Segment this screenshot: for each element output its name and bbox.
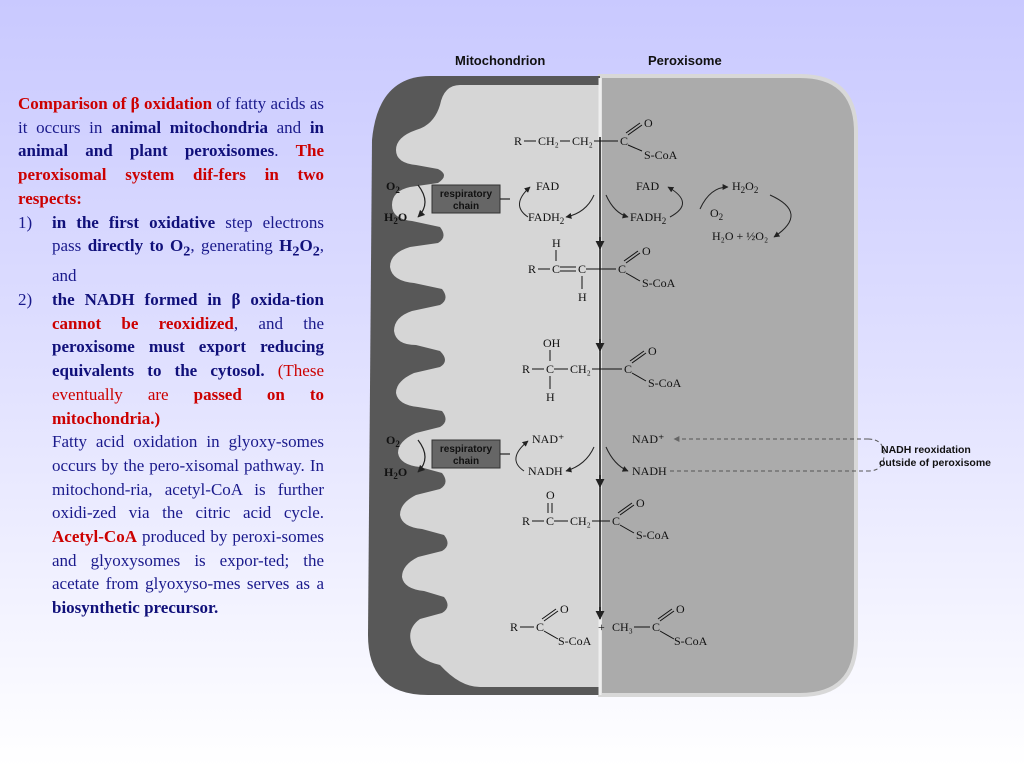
o2-label-2: O2 <box>386 433 400 449</box>
svg-text:O: O <box>644 116 653 130</box>
svg-text:S-CoA: S-CoA <box>642 276 676 290</box>
svg-text:C: C <box>546 514 554 528</box>
svg-text:O: O <box>560 602 569 616</box>
svg-text:O: O <box>642 244 651 258</box>
svg-text:R: R <box>510 620 518 634</box>
heading-comparison: Comparison of β oxidation <box>18 94 213 113</box>
svg-text:C: C <box>624 362 632 376</box>
nad-reduction-arrow-mito <box>565 446 595 473</box>
beta-oxidation-diagram: Mitochondrion Peroxisome respiratory cha… <box>368 53 991 697</box>
shortened-acyl-coa-structure: R C O S-CoA <box>510 602 592 648</box>
nad-plus-mito: NAD⁺ <box>532 432 564 446</box>
svg-text:chain: chain <box>453 456 479 467</box>
svg-text:respiratory: respiratory <box>440 189 493 200</box>
nadh-note-line-1: NADH reoxidation <box>881 444 971 456</box>
svg-text:O: O <box>546 488 555 502</box>
h2o2-label: H2O2 <box>732 179 758 195</box>
svg-text:chain: chain <box>453 201 479 212</box>
fadh2-reoxidation-arrow <box>667 186 683 218</box>
h2o-label-1: H2O <box>384 210 407 226</box>
catalase-arrow <box>769 194 792 238</box>
acetyl-coa-structure: CH₃ C O S-CoA <box>612 602 708 648</box>
svg-text:C: C <box>578 262 586 276</box>
svg-text:H: H <box>546 390 555 404</box>
slide-text-panel: Comparison of β oxidation of fatty acids… <box>18 92 324 620</box>
svg-text:C: C <box>620 134 628 148</box>
o2-label-1: O2 <box>386 179 400 195</box>
svg-text:CH₂: CH₂ <box>570 362 591 376</box>
fadh2-mito: FADH2 <box>528 210 564 226</box>
intro-paragraph: Comparison of β oxidation of fatty acids… <box>18 94 324 208</box>
respiratory-chain-box-1 <box>431 184 501 214</box>
nadh-cycle-dashed <box>867 438 885 472</box>
svg-text:S-CoA: S-CoA <box>558 634 592 648</box>
acyl-coa-structure: R CH₂ CH₂ C O S-CoA <box>514 116 678 162</box>
fad-perox: FAD <box>636 179 659 193</box>
svg-text:C: C <box>652 620 660 634</box>
svg-text:C: C <box>546 362 554 376</box>
ketoacyl-coa-structure: O R C CH₂ C O S-CoA <box>522 488 670 542</box>
nadh-to-chain-arrow <box>515 440 529 472</box>
h2o-label-2: H2O <box>384 465 407 481</box>
svg-text:CH₂: CH₂ <box>572 134 593 148</box>
svg-text:H: H <box>578 290 587 304</box>
o2-perox-label: O2 <box>710 206 723 222</box>
svg-text:S-CoA: S-CoA <box>648 376 682 390</box>
catalase-products: H₂O + ½O₂ <box>712 229 768 243</box>
nad-plus-perox: NAD⁺ <box>632 432 664 446</box>
plus-sign: + <box>598 620 605 634</box>
hydroxyacyl-coa-structure: OH R C CH₂ H C O S-CoA <box>522 336 682 404</box>
nad-reduction-arrow-perox <box>605 446 629 472</box>
mitochondrion-matrix <box>390 85 600 687</box>
svg-text:C: C <box>536 620 544 634</box>
two-respects-text: The peroxisomal system dif-fers in two r… <box>18 141 324 208</box>
enoyl-coa-structure: H R C C H C O S-CoA <box>528 236 676 304</box>
svg-text:CH₃: CH₃ <box>612 620 633 634</box>
o2-to-h2o-arrow-2 <box>417 439 426 473</box>
fadh2-to-chain-arrow <box>519 186 531 218</box>
svg-text:C: C <box>552 262 560 276</box>
fad-reduction-arrow-perox <box>605 194 629 219</box>
glyoxysome-paragraph: Fatty acid oxidation in glyoxy-somes occ… <box>52 432 324 618</box>
svg-text:R: R <box>522 362 530 376</box>
svg-text:H: H <box>552 236 561 250</box>
animal-mitochondria-text: animal mitochondria <box>111 117 268 137</box>
svg-text:S-CoA: S-CoA <box>636 528 670 542</box>
svg-text:O: O <box>676 602 685 616</box>
svg-text:S-CoA: S-CoA <box>644 148 678 162</box>
list-item-1: 1)in the first oxidative step electrons … <box>18 212 325 286</box>
svg-text:CH₂: CH₂ <box>538 134 559 148</box>
svg-text:S-CoA: S-CoA <box>674 634 708 648</box>
o2-to-h2o-arrow-1 <box>417 184 426 218</box>
respiratory-chain-box-2 <box>431 439 501 469</box>
peroxisomes-text: in animal and plant peroxisomes <box>18 117 324 161</box>
svg-text:respiratory: respiratory <box>440 444 493 455</box>
svg-text:C: C <box>612 514 620 528</box>
nadh-note-line-2: outside of peroxisome <box>879 457 991 469</box>
o2-to-h2o2-arrow <box>699 184 729 210</box>
svg-text:R: R <box>528 262 536 276</box>
svg-text:R: R <box>514 134 522 148</box>
svg-text:O: O <box>648 344 657 358</box>
mitochondrion-header: Mitochondrion <box>455 53 545 68</box>
nadh-mito: NADH <box>528 464 563 478</box>
svg-text:OH: OH <box>543 336 561 350</box>
peroxisome-compartment <box>598 74 858 697</box>
nadh-perox: NADH <box>632 464 667 478</box>
list-item-2: 2)the NADH formed in β oxida-tion cannot… <box>18 290 324 428</box>
svg-text:R: R <box>522 514 530 528</box>
svg-text:C: C <box>618 262 626 276</box>
fad-mito: FAD <box>536 179 559 193</box>
svg-text:CH₂: CH₂ <box>570 514 591 528</box>
fad-reduction-arrow-mito <box>565 194 595 219</box>
peroxisome-header: Peroxisome <box>648 53 722 68</box>
fadh2-perox: FADH2 <box>630 210 666 226</box>
svg-text:O: O <box>636 496 645 510</box>
